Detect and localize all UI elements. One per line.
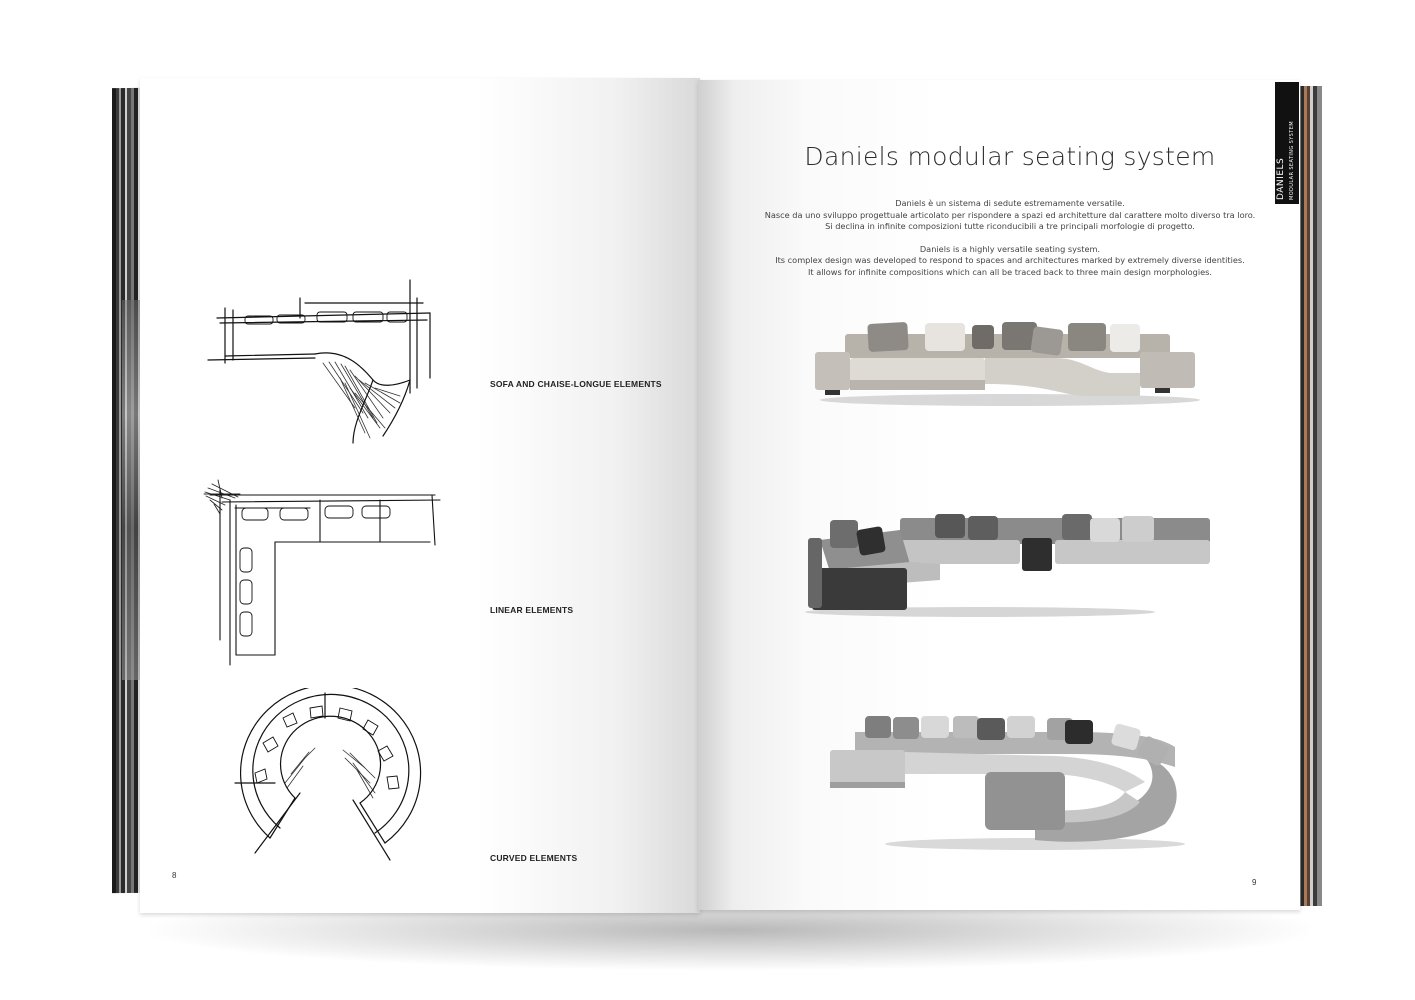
caption-linear: LINEAR ELEMENTS [490, 605, 574, 615]
italian-line-1: Daniels è un sistema di sedute estremame… [895, 198, 1125, 208]
italian-line-2: Nasce da uno sviluppo progettuale artico… [764, 209, 1256, 220]
sofa-photo-chaise [815, 322, 1200, 406]
caption-sofa-chaise: SOFA AND CHAISE-LONGUE ELEMENTS [490, 379, 662, 389]
page-title: Daniels modular seating system [804, 142, 1216, 171]
section-tab [1275, 82, 1299, 204]
page-stack-right [1296, 86, 1322, 906]
sofa-photo-curved [830, 716, 1185, 850]
english-line-1: Daniels is a highly versatile seating sy… [919, 243, 1101, 254]
italian-line-3: Si declina in infinite composizioni tutt… [825, 221, 1195, 231]
section-tab-label: DANIELS MODULAR SEATING SYSTEM [1276, 80, 1300, 200]
linear-elements-sketch [203, 479, 441, 666]
page-number-left: 8 [172, 871, 177, 880]
english-line-2: Its complex design was developed to resp… [775, 255, 1245, 265]
sofa-photo-corner [805, 514, 1210, 617]
curved-elements-sketch [234, 688, 422, 861]
sofa-chaise-sketch [207, 279, 431, 444]
description: Daniels è un sistema di sedute estremame… [740, 198, 1280, 278]
tab-subtitle: MODULAR SEATING SYSTEM [1289, 121, 1295, 200]
english-line-3: It allows for infinite compositions whic… [807, 266, 1213, 277]
tab-title: DANIELS [1276, 157, 1286, 200]
page-number-right: 9 [1252, 878, 1257, 887]
page-stack-left-accent [122, 300, 140, 680]
caption-curved: CURVED ELEMENTS [490, 853, 578, 863]
